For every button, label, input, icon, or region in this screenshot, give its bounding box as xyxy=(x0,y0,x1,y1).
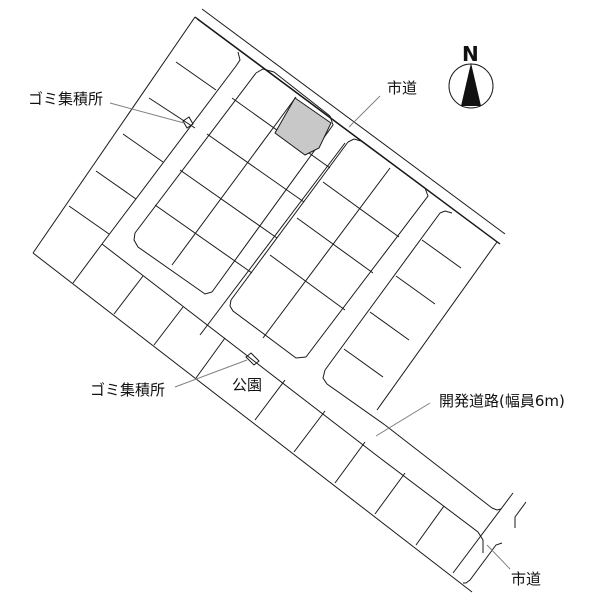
city-road-bottom-east-edge-lower xyxy=(463,543,502,583)
lot-divider xyxy=(335,442,365,483)
city-road-label-bottom: 市道 xyxy=(511,570,542,588)
leader-city-road-bottom xyxy=(487,545,510,569)
garbage-station-top-box xyxy=(183,117,193,128)
lot-divider xyxy=(73,244,102,283)
city-road-outer-edge xyxy=(202,9,505,234)
block3-west-edge xyxy=(231,142,348,300)
lot-divider xyxy=(370,312,409,340)
highlighted-lot[interactable] xyxy=(275,98,331,155)
leader-city-road-top xyxy=(349,96,380,127)
block4-west-edge xyxy=(325,213,440,370)
block3-east-edge xyxy=(306,188,428,357)
block3-south-corner xyxy=(230,300,306,358)
block2-east-edge xyxy=(212,116,333,292)
block2-north-edge xyxy=(274,72,330,116)
block3-top-corner xyxy=(348,139,361,142)
garbage-station-label-bottom: ゴミ集積所 xyxy=(90,381,166,399)
city-road-bottom-east-edge-upper xyxy=(515,502,526,528)
lot-divider xyxy=(123,134,163,162)
block2-south-corner xyxy=(134,233,212,294)
road2-edge xyxy=(200,143,345,335)
block4-south-corner xyxy=(323,370,385,425)
block2-west-edge xyxy=(135,73,256,233)
road1-west-edge xyxy=(102,52,240,244)
lot-divider xyxy=(149,98,195,128)
garbage-station-bottom-box xyxy=(246,353,259,365)
lot-divider xyxy=(155,205,252,273)
lot-divider xyxy=(154,307,183,345)
park-label: 公園 xyxy=(232,376,263,394)
lot-divider xyxy=(375,473,405,514)
garbage-station-label-top: ゴミ集積所 xyxy=(28,90,104,108)
lot-divider xyxy=(172,97,296,265)
lot-divider xyxy=(263,168,390,338)
north-arrow xyxy=(448,63,494,109)
lot-divider xyxy=(297,218,373,273)
dev-road-corner xyxy=(492,508,501,510)
block2-top-corner xyxy=(256,69,274,73)
city-road-label-top: 市道 xyxy=(387,79,418,97)
block4-top-corner xyxy=(440,211,452,213)
leader-garbage-bottom xyxy=(175,360,247,387)
lot-divider xyxy=(176,62,216,90)
north-label: N xyxy=(462,42,479,66)
lot-divider xyxy=(255,380,285,420)
lot-divider xyxy=(180,170,277,238)
lot-divider xyxy=(96,171,136,199)
dev-road-south-edge-west xyxy=(102,244,380,458)
dev-road-south-edge-east xyxy=(380,458,483,553)
lot-divider xyxy=(396,276,435,304)
lot-divider xyxy=(196,338,225,378)
city-road-inner-edge-2 xyxy=(197,19,497,242)
lot-divider xyxy=(344,349,383,377)
west-boundary xyxy=(33,17,195,253)
north-arrow-triangle-icon xyxy=(461,63,481,106)
lot-divider xyxy=(270,255,345,310)
lot-divider xyxy=(207,134,304,202)
development-road-label: 開発道路(幅員6m) xyxy=(439,392,565,410)
leader-garbage-top xyxy=(110,103,184,123)
leader-dev-road xyxy=(376,403,430,436)
lot-divider xyxy=(114,276,143,314)
dev-road-north-edge xyxy=(385,425,492,508)
leader-lines xyxy=(110,96,510,569)
lot-divider xyxy=(422,240,461,268)
lot-divider xyxy=(323,182,399,237)
city-road-bottom-west-edge xyxy=(453,493,513,573)
lot-divider xyxy=(294,411,325,452)
lot-lines xyxy=(33,9,526,592)
east-boundary xyxy=(377,242,497,410)
south-boundary xyxy=(33,253,472,592)
block3-north-edge xyxy=(361,141,425,188)
lot-divider xyxy=(416,506,444,545)
lot-divider xyxy=(69,206,109,234)
